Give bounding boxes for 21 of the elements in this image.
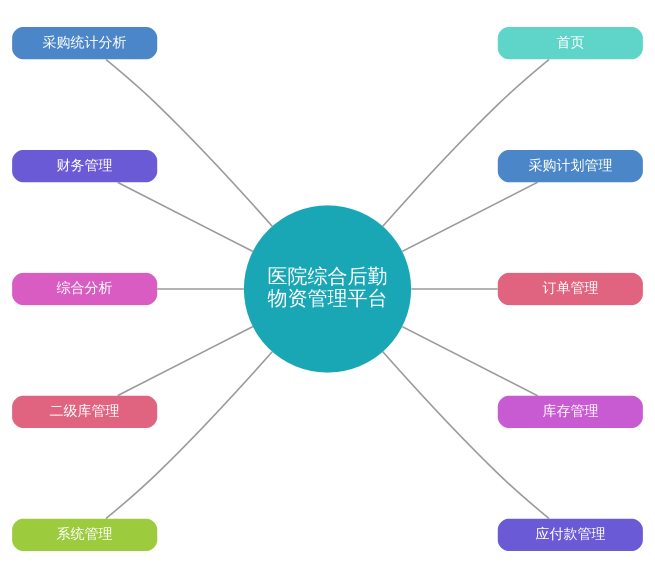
node-box: 应付款管理 [498,518,643,550]
node-box: 采购计划管理 [498,149,643,182]
connector [402,180,538,252]
connector [382,58,550,226]
connector [117,181,254,252]
node-box: 财务管理 [12,149,158,182]
connector [117,325,254,396]
node-box: 综合分析 [12,272,158,305]
node-box: 系统管理 [12,518,158,550]
node-box: 库存管理 [498,395,643,428]
connector [105,350,273,519]
connector [402,326,538,396]
connector [157,288,244,290]
connector [382,350,550,519]
node-box: 二级库管理 [12,395,158,428]
node-circle: 医院综合后勤物资管理平台 [244,204,412,372]
connector [105,58,273,226]
node-box: 采购统计分析 [12,26,158,59]
node-box: 订单管理 [498,272,643,305]
node-box: 首页 [498,26,643,59]
connector [411,288,498,290]
